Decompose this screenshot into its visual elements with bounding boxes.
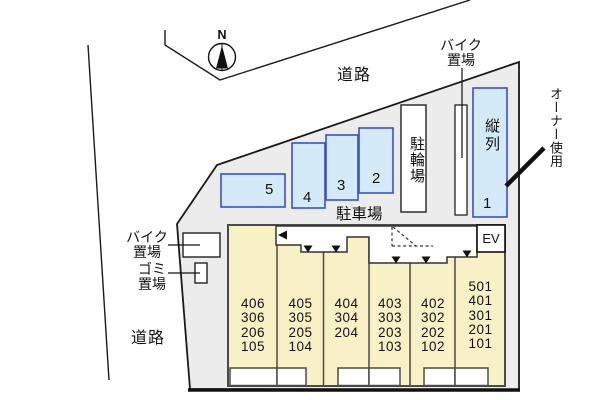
stair-dashed-marks [391, 226, 433, 247]
bike-area-left-box [182, 232, 221, 258]
parking-spot-3 [325, 134, 359, 201]
north-compass-icon [207, 42, 237, 72]
road-edge-left [87, 44, 110, 381]
owner-use-label: オーナー使用 [548, 87, 563, 168]
parking-spot-3-number: 3 [337, 177, 346, 194]
room-column-2: 405 305 205 104 [288, 296, 313, 354]
corridor [275, 225, 478, 264]
parking-spot-1-number: 1 [483, 195, 492, 212]
entrance-arrow-icon [391, 256, 401, 264]
room-column-5: 402 302 202 102 [420, 296, 446, 354]
parking-spots [220, 87, 508, 218]
entrance-arrow-icon [303, 245, 313, 253]
entrance-arrow-icon [331, 245, 341, 253]
bicycle-parking-box [400, 104, 427, 213]
tandem-spot-label: 縦列 [483, 118, 500, 154]
parking-spot-1-tandem [472, 87, 508, 218]
entrance-arrow-icon [421, 256, 431, 264]
bike-area-top-label: バイク 置場 [440, 37, 482, 68]
parking-spot-5-number: 5 [265, 181, 274, 198]
leader-lines [168, 68, 463, 274]
owner-use-pointer [504, 146, 546, 188]
bike-area-left-label: バイク 置場 [126, 229, 168, 260]
road-edge-topleft [164, 0, 471, 81]
room-column-1: 406 306 206 105 [240, 296, 266, 354]
elevator-room [476, 224, 506, 253]
bicycle-parking-label: 駐輪場 [408, 136, 425, 184]
parking-spot-4-number: 4 [303, 189, 312, 206]
road-label-top: 道路 [337, 67, 372, 84]
corridor-left-arrow-icon [278, 230, 287, 240]
garbage-area-label: ゴミ 置場 [138, 261, 166, 292]
bike-slot-box [454, 104, 468, 216]
room-column-4: 403 303 203 103 [377, 296, 403, 354]
balcony-cutouts [229, 367, 489, 387]
car-parking-label: 駐車場 [336, 206, 383, 223]
entrance-arrow-icons [278, 230, 472, 264]
parking-spot-4 [291, 142, 326, 209]
room-column-3: 404 304 204 [334, 296, 359, 340]
elevator-label: EV [482, 231, 500, 246]
entrance-arrow-icon [462, 250, 472, 258]
room-column-6: 501 401 301 201 101 [468, 279, 493, 352]
parking-spot-2 [358, 127, 394, 194]
compass-north-label: N [217, 28, 227, 42]
parking-spot-5 [220, 173, 286, 208]
parking-spot-2-number: 2 [372, 170, 381, 187]
road-label-left: 道路 [131, 330, 166, 347]
